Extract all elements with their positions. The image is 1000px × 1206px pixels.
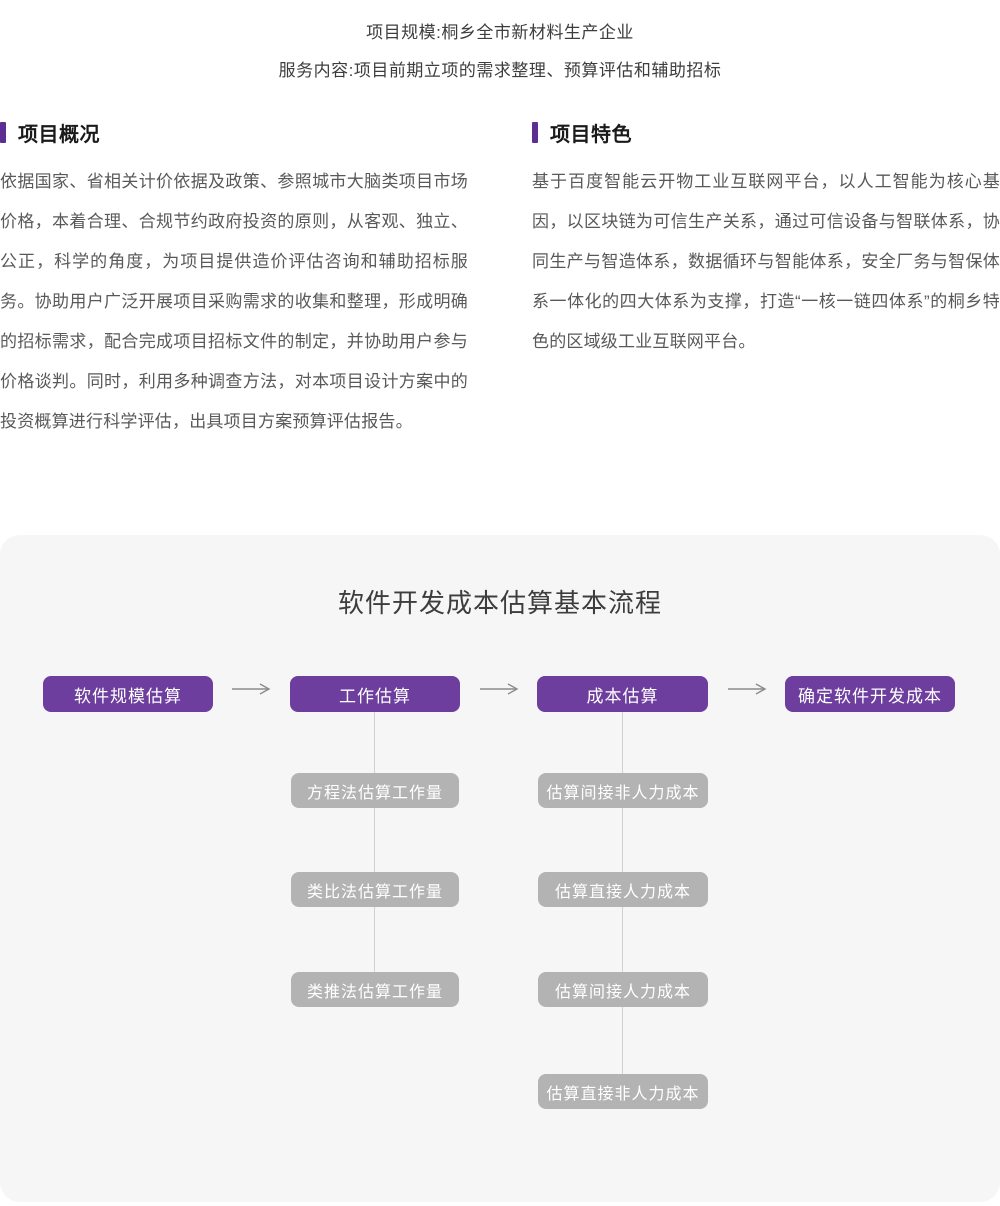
section-features-title: 项目特色 bbox=[550, 124, 632, 146]
method-box-extrapolation-method: 类推法估算工作量 bbox=[291, 972, 459, 1007]
right-arrow-icon bbox=[728, 683, 767, 695]
section-project-features: 项目特色 基于百度智能云开物工业互联网平台，以人工智能为核心基因，以区块链为可信… bbox=[532, 118, 1000, 442]
section-features-body: 基于百度智能云开物工业互联网平台，以人工智能为核心基因，以区块链为可信生产关系，… bbox=[532, 172, 1000, 351]
method-box-indirect-nonlabor-cost: 估算间接非人力成本 bbox=[538, 773, 708, 808]
heading-accent-bar bbox=[532, 122, 538, 143]
section-overview-title: 项目概况 bbox=[18, 124, 100, 146]
flowchart-panel: 软件开发成本估算基本流程 软件规模估算 工作估算 成本估算 确定软件开发成本 方… bbox=[0, 535, 1000, 1202]
project-summary-header: 项目规模:桐乡全市新材料生产企业 服务内容:项目前期立项的需求整理、预算评估和辅… bbox=[0, 14, 1000, 90]
method-box-indirect-labor-cost: 估算间接人力成本 bbox=[538, 972, 708, 1007]
method-box-direct-nonlabor-cost: 估算直接非人力成本 bbox=[538, 1074, 708, 1109]
method-box-equation-method: 方程法估算工作量 bbox=[291, 773, 459, 808]
section-project-overview: 项目概况 依据国家、省相关计价依据及政策、参照城市大脑类项目市场价格，本着合理、… bbox=[0, 118, 468, 442]
heading-accent-bar bbox=[0, 122, 6, 143]
method-box-direct-labor-cost: 估算直接人力成本 bbox=[538, 872, 708, 907]
text-sections: 项目概况 依据国家、省相关计价依据及政策、参照城市大脑类项目市场价格，本着合理、… bbox=[0, 118, 1000, 442]
connector-line-work-estimation bbox=[374, 712, 375, 989]
flow-step-cost-estimation: 成本估算 bbox=[537, 676, 708, 712]
flow-step-work-estimation: 工作估算 bbox=[290, 676, 460, 712]
method-box-analogy-method: 类比法估算工作量 bbox=[291, 872, 459, 907]
service-content-line: 服务内容:项目前期立项的需求整理、预算评估和辅助招标 bbox=[278, 61, 722, 80]
right-arrow-icon bbox=[480, 683, 519, 695]
right-arrow-icon bbox=[232, 683, 271, 695]
section-features-heading: 项目特色 bbox=[532, 118, 1000, 147]
flowchart-title: 软件开发成本估算基本流程 bbox=[337, 588, 662, 618]
section-overview-body: 依据国家、省相关计价依据及政策、参照城市大脑类项目市场价格，本着合理、合规节约政… bbox=[0, 172, 468, 431]
section-overview-heading: 项目概况 bbox=[0, 118, 468, 147]
project-scale-line: 项目规模:桐乡全市新材料生产企业 bbox=[366, 23, 634, 42]
flow-step-software-scale-estimation: 软件规模估算 bbox=[43, 676, 213, 712]
flow-step-confirm-dev-cost: 确定软件开发成本 bbox=[785, 676, 955, 712]
